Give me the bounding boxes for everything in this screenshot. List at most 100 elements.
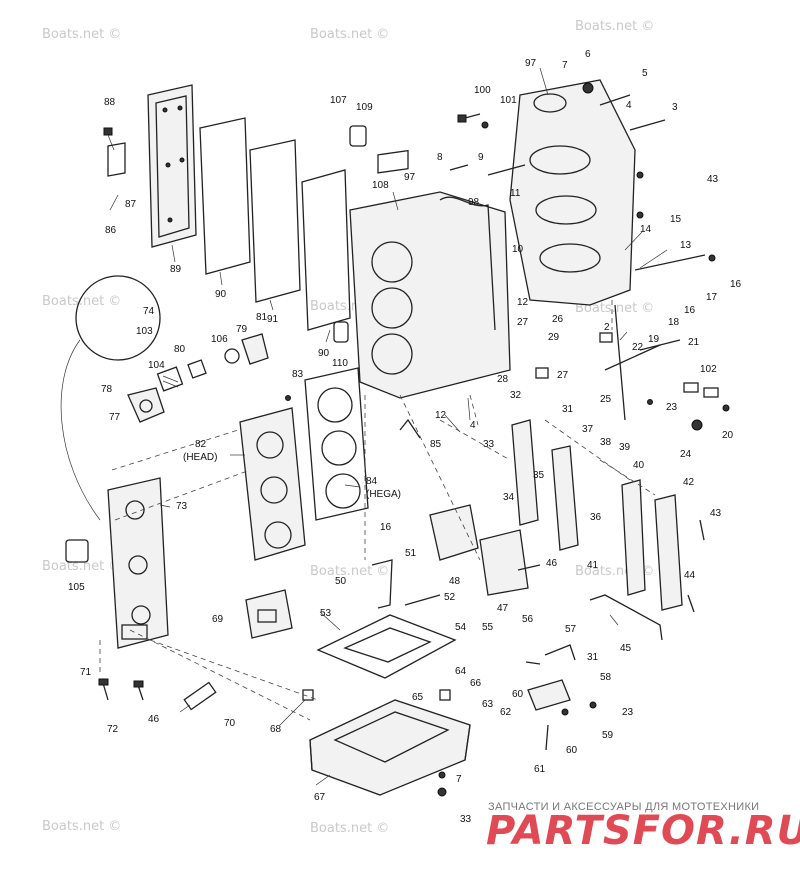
callout-47: 47 — [497, 603, 509, 614]
callout-88: 88 — [104, 97, 116, 108]
callout-26: 26 — [552, 314, 564, 325]
ring-79 — [224, 348, 240, 364]
watermark-text: Boats.net © — [42, 819, 121, 834]
callout-62: 62 — [500, 707, 512, 718]
callout-90: 90 — [215, 289, 227, 300]
callout-36: 36 — [590, 512, 602, 523]
valve-80 — [187, 359, 207, 379]
callout-52: 52 — [444, 592, 456, 603]
screws — [98, 82, 730, 797]
spring-104 — [156, 366, 184, 392]
callout-79: 79 — [236, 324, 248, 335]
callout-86: 86 — [105, 225, 117, 236]
callout-12: 12 — [435, 410, 447, 421]
partsfor-logo[interactable]: PARTSFOR.RU — [486, 808, 800, 854]
callout-84: 84 — [366, 476, 378, 487]
callout-4: 4 — [626, 100, 632, 111]
callout-43: 43 — [710, 508, 722, 519]
callout-53: 53 — [320, 608, 332, 619]
callout-109: 109 — [356, 102, 373, 113]
callout-66: 66 — [470, 678, 482, 689]
callout-46: 46 — [546, 558, 558, 569]
hose-85 — [399, 418, 421, 439]
watermarks: Boats.net © Boats.net © Boats.net © Boat… — [42, 19, 654, 836]
callout-104: 104 — [148, 360, 165, 371]
callout-2: 2 — [604, 322, 610, 333]
callout-60: 60 — [512, 689, 524, 700]
callout-57: 57 — [565, 624, 577, 635]
callout-39: 39 — [619, 442, 631, 453]
lever-62 — [527, 679, 571, 711]
callout-labels: 88 87 86 89 90 91 90 107 109 108 97 97 1… — [68, 49, 742, 825]
bushing-109 — [349, 125, 367, 147]
callout-41: 41 — [587, 560, 599, 571]
assembly-dash-lines — [99, 300, 656, 721]
callout-6: 6 — [585, 49, 591, 60]
callout-7: 7 — [562, 60, 568, 71]
head-gasket-84 — [304, 367, 369, 521]
callout-85: 85 — [430, 439, 442, 450]
callout-11: 11 — [510, 188, 521, 199]
callout-71: 71 — [80, 667, 92, 678]
exhaust-plate-91 — [249, 139, 301, 303]
callout-108: 108 — [372, 180, 389, 191]
callout-87: 87 — [125, 199, 137, 210]
callout-17: 17 — [706, 292, 718, 303]
callout-3: 3 — [672, 102, 678, 113]
callout-22: 22 — [632, 342, 644, 353]
watermark-text: Boats.net © — [310, 27, 389, 42]
callout-35: 35 — [533, 470, 545, 481]
callout-33: 33 — [460, 814, 472, 825]
callout-107: 107 — [330, 95, 347, 106]
thermostat-housing-78 — [127, 387, 165, 423]
exhaust-cover-89 — [147, 84, 197, 248]
crankcase-97 — [509, 79, 636, 306]
callout-78: 78 — [101, 384, 113, 395]
adapter-plate-67 — [309, 699, 471, 796]
pipe-45 — [589, 594, 663, 641]
callout-23: 23 — [622, 707, 634, 718]
fuel-line-22 — [604, 344, 661, 371]
callout-33: 33 — [483, 439, 495, 450]
callout-42: 42 — [683, 477, 695, 488]
callout-91: 91 — [267, 314, 279, 325]
callout-21: 21 — [688, 337, 700, 348]
rail-34 — [511, 419, 539, 526]
callout-54: 54 — [455, 622, 467, 633]
callout-97: 97 — [525, 58, 537, 69]
callout-9: 9 — [478, 152, 484, 163]
callout-10: 10 — [512, 244, 524, 255]
callout-31: 31 — [562, 404, 574, 415]
callout-65: 65 — [412, 692, 424, 703]
callout-55: 55 — [482, 622, 494, 633]
callout-61: 61 — [534, 764, 546, 775]
callout-34: 34 — [503, 492, 515, 503]
watermark-text: Boats.net © — [42, 27, 121, 42]
callout-23: 23 — [666, 402, 678, 413]
gasket-90-lower — [301, 169, 351, 331]
pipe-17 — [634, 254, 706, 271]
callout-73: 73 — [176, 501, 188, 512]
callout-82-sub: (HEAD) — [183, 452, 217, 463]
callout-101: 101 — [500, 95, 517, 106]
cylinder-head-82 — [239, 407, 306, 561]
gasket-53-inner — [343, 627, 432, 663]
callout-27: 27 — [517, 317, 529, 328]
plate-86 — [107, 142, 126, 177]
callout-48: 48 — [449, 576, 461, 587]
callout-29: 29 — [548, 332, 560, 343]
callout-83: 83 — [292, 369, 304, 380]
callout-64: 64 — [455, 666, 467, 677]
sender-70 — [179, 681, 217, 713]
callout-16: 16 — [730, 279, 742, 290]
callout-7: 7 — [456, 774, 462, 785]
callout-77: 77 — [109, 412, 121, 423]
callout-58: 58 — [600, 672, 612, 683]
callout-16: 16 — [380, 522, 392, 533]
callout-40: 40 — [633, 460, 645, 471]
callout-31: 31 — [587, 652, 599, 663]
callout-50: 50 — [335, 576, 347, 587]
callout-37: 37 — [582, 424, 594, 435]
callout-100: 100 — [474, 85, 491, 96]
